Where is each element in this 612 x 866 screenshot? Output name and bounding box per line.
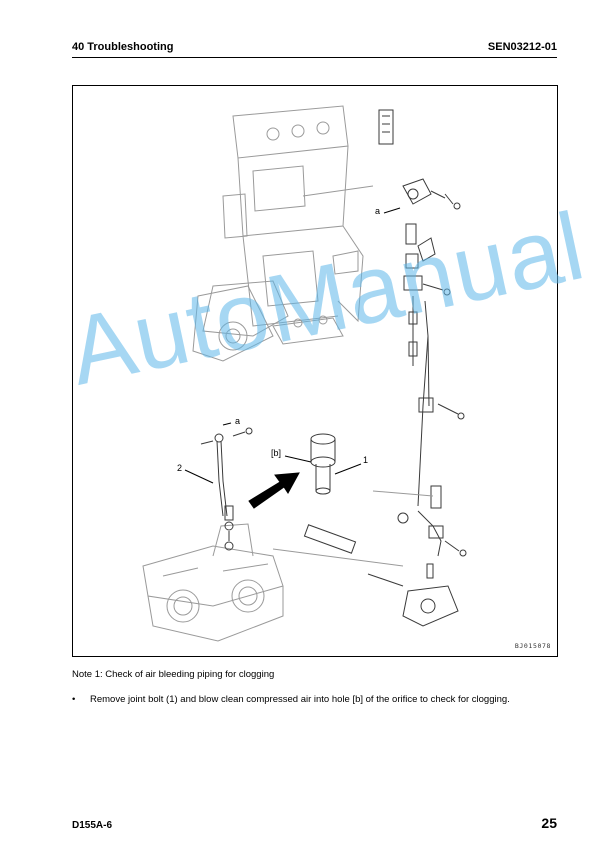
upper-housing-drawing (192, 105, 374, 362)
bullet-text: Remove joint bolt (1) and blow clean com… (90, 694, 510, 705)
leader-lines (184, 207, 401, 484)
footer-page-number: 25 (541, 815, 557, 831)
callout-a-top: a (375, 206, 381, 216)
pipe-part-2-drawing (200, 427, 253, 551)
figure-id-code: BJ015078 (514, 642, 551, 650)
footer-model: D155A-6 (72, 820, 113, 831)
arrow-right-icon (248, 472, 300, 509)
exploded-diagram (142, 105, 467, 642)
header-rule (72, 57, 557, 58)
bullet-mark: • (72, 694, 76, 705)
orifice-part-1-drawing (310, 433, 336, 495)
note-heading: Note 1: Check of air bleeding piping for… (72, 669, 275, 680)
page-header-doc-code: SEN03212-01 (487, 41, 557, 53)
piping-assembly-drawing (272, 109, 467, 627)
callout-a-left: a (235, 416, 241, 426)
figure-frame: a a 1 2 [b] BJ015078 (72, 85, 558, 657)
callout-part-2: 2 (177, 463, 183, 473)
page-header-section: 40 Troubleshooting (72, 41, 174, 53)
lower-housing-drawing (142, 523, 284, 642)
callout-part-1: 1 (363, 455, 369, 465)
callout-hole-b: [b] (271, 448, 282, 458)
